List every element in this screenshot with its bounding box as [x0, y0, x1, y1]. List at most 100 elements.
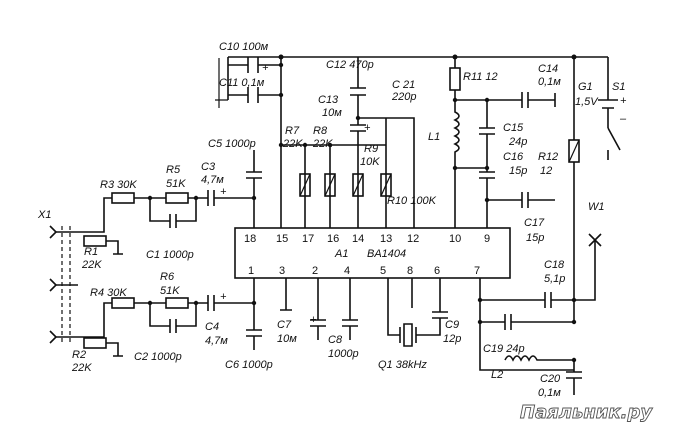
- label-r12: R12: [538, 151, 558, 163]
- label-c15: C15: [503, 122, 524, 134]
- label-c8: C8: [328, 334, 343, 346]
- svg-text:4,7м: 4,7м: [205, 335, 228, 347]
- svg-text:1,5V: 1,5V: [575, 96, 599, 108]
- svg-text:13: 13: [380, 233, 392, 245]
- label-l2: L2: [491, 369, 503, 381]
- svg-text:6: 6: [434, 265, 440, 277]
- svg-text:8: 8: [407, 265, 413, 277]
- label-c7: C7: [277, 319, 292, 331]
- connector-x1: [49, 225, 78, 344]
- supply-rail: [215, 54, 608, 228]
- label-c14: C14: [538, 63, 558, 75]
- svg-text:4,7м: 4,7м: [201, 174, 224, 186]
- svg-text:9: 9: [484, 233, 490, 245]
- svg-text:1: 1: [248, 265, 254, 277]
- label-s1: S1: [612, 81, 625, 93]
- rf-section: [449, 57, 621, 322]
- label-c18: C18: [544, 259, 565, 271]
- svg-text:14: 14: [352, 233, 364, 245]
- label-w1: W1: [588, 201, 605, 213]
- svg-text:+: +: [220, 186, 227, 198]
- pin-numbers-bottom: 1 3 2 4 5 8 6 7: [248, 265, 480, 277]
- svg-text:2: 2: [312, 265, 318, 277]
- svg-text:+: +: [310, 314, 317, 326]
- svg-text:22K: 22K: [81, 259, 102, 271]
- label-c6: C6 1000p: [225, 359, 273, 371]
- svg-text:+: +: [364, 122, 371, 134]
- label-c4: C4: [205, 321, 219, 333]
- label-l1: L1: [428, 131, 440, 143]
- input-channel-1: [55, 190, 254, 255]
- label-q1: Q1 38kHz: [378, 359, 427, 371]
- svg-text:17: 17: [302, 233, 314, 245]
- label-c5: C5 1000p: [208, 138, 256, 150]
- svg-text:+: +: [262, 62, 269, 74]
- input-channel-2: [55, 295, 254, 357]
- svg-text:10: 10: [449, 233, 461, 245]
- label-c13: C13: [318, 94, 339, 106]
- label-c1: C1 1000p: [146, 249, 194, 261]
- watermark: Паяльник.ру: [520, 402, 653, 423]
- svg-text:22K: 22K: [282, 138, 303, 150]
- svg-text:51K: 51K: [166, 178, 186, 190]
- label-c3: C3: [201, 161, 216, 173]
- svg-text:0,1м: 0,1м: [538, 387, 561, 399]
- svg-text:220p: 220p: [391, 91, 416, 103]
- label-r11: R11 12: [463, 71, 498, 83]
- label-x1: X1: [37, 209, 51, 221]
- svg-text:3: 3: [279, 265, 285, 277]
- svg-text:18: 18: [244, 233, 256, 245]
- label-c2: C2 1000p: [134, 351, 182, 363]
- svg-text:10м: 10м: [277, 333, 297, 345]
- svg-text:+: +: [220, 291, 227, 303]
- svg-text:15p: 15p: [509, 165, 527, 177]
- pin-numbers-top: 18 15 17 16 14 13 12 10 9: [244, 233, 490, 245]
- svg-text:7: 7: [474, 265, 480, 277]
- svg-text:12: 12: [540, 165, 552, 177]
- label-c16: C16: [503, 151, 524, 163]
- svg-text:15: 15: [276, 233, 288, 245]
- svg-text:–: –: [619, 113, 627, 125]
- svg-text:51K: 51K: [160, 285, 180, 297]
- chip-a1: A1 BA1404: [234, 227, 511, 279]
- chip-ref: A1: [334, 248, 348, 260]
- label-r5: R5: [166, 164, 181, 176]
- svg-text:24p: 24p: [508, 136, 527, 148]
- label-r10: R10 100K: [387, 195, 437, 207]
- svg-text:+: +: [620, 95, 627, 107]
- label-r6: R6: [160, 271, 175, 283]
- label-r9: R9: [364, 143, 378, 155]
- svg-text:10м: 10м: [322, 107, 342, 119]
- svg-text:15p: 15p: [526, 232, 544, 244]
- bottom-components: [246, 240, 596, 395]
- label-r1: R1: [84, 246, 98, 258]
- label-c10: C10 100м: [219, 41, 269, 53]
- chip-part: BA1404: [367, 248, 406, 260]
- label-c17: C17: [524, 217, 545, 229]
- capacitor-c5: [246, 150, 262, 228]
- label-c9: C9: [445, 319, 459, 331]
- label-g1: G1: [578, 81, 593, 93]
- label-r2: R2: [72, 349, 86, 361]
- svg-text:5,1p: 5,1p: [544, 273, 565, 285]
- label-r3: R3 30K: [100, 179, 137, 191]
- svg-text:1000p: 1000p: [328, 348, 359, 360]
- svg-text:12: 12: [407, 233, 419, 245]
- label-c11: C11 0,1м: [219, 77, 265, 89]
- svg-text:10K: 10K: [360, 156, 380, 168]
- resistor-bank: [278, 117, 415, 228]
- label-r4: R4 30K: [90, 287, 127, 299]
- svg-text:4: 4: [344, 265, 350, 277]
- svg-text:0,1м: 0,1м: [538, 76, 561, 88]
- label-c20: C20: [540, 373, 561, 385]
- svg-text:22K: 22K: [71, 362, 92, 374]
- label-c12: C12 470p: [326, 59, 374, 71]
- svg-text:12p: 12p: [443, 333, 461, 345]
- svg-text:16: 16: [327, 233, 339, 245]
- svg-text:22K: 22K: [312, 138, 333, 150]
- svg-text:5: 5: [380, 265, 386, 277]
- label-c21: C 21: [392, 79, 415, 91]
- label-r7: R7: [285, 125, 300, 137]
- label-r8: R8: [313, 125, 328, 137]
